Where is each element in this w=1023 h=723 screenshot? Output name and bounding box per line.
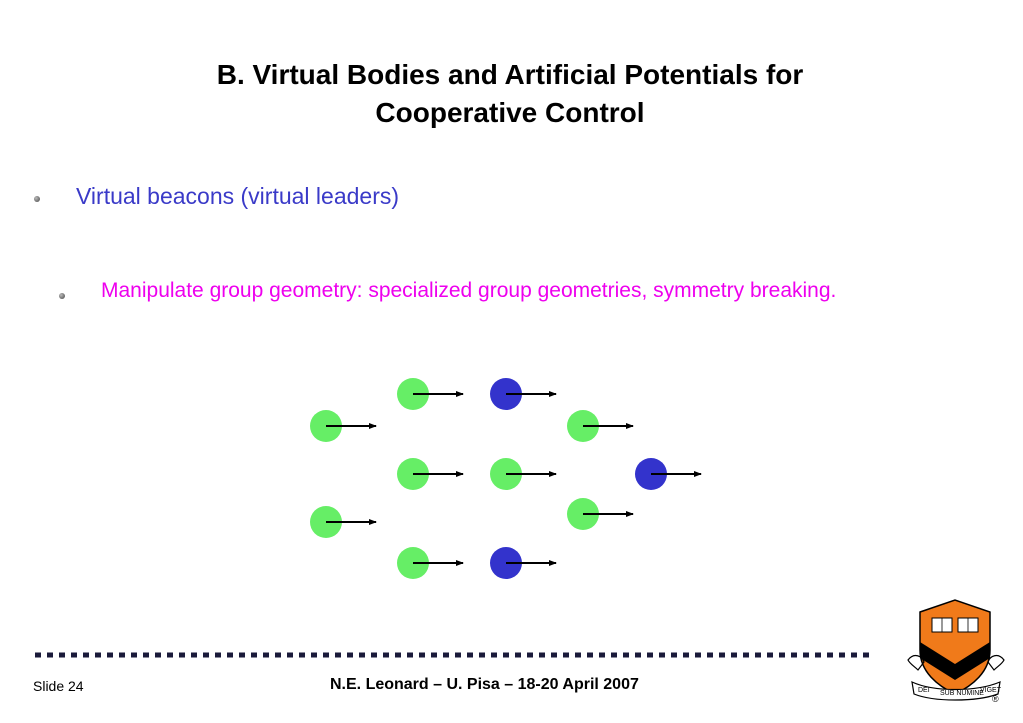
vehicle-node xyxy=(310,506,377,538)
vehicle-node xyxy=(397,547,464,579)
vehicle-node xyxy=(397,378,464,410)
bullet-level-2-text: Manipulate group geometry: specialized g… xyxy=(101,279,837,302)
slide-title-line-2: Cooperative Control xyxy=(375,97,645,128)
slide-title: B. Virtual Bodies and Artificial Potenti… xyxy=(120,56,900,132)
logo-ribbon-center: SUB NUMINE xyxy=(940,690,984,697)
vehicle-node xyxy=(310,410,377,442)
princeton-shield-logo: DEI SUB NUMINE VIGET ® xyxy=(907,599,1005,704)
vehicle-node xyxy=(567,498,634,530)
virtual-leader-node xyxy=(635,458,702,490)
footer-presenter-info: N.E. Leonard – U. Pisa – 18-20 April 200… xyxy=(330,676,639,693)
slide-title-line-1: B. Virtual Bodies and Artificial Potenti… xyxy=(216,59,804,90)
registered-mark: ® xyxy=(992,694,999,704)
vehicle-node xyxy=(397,458,464,490)
slide-number: Slide 24 xyxy=(33,678,84,694)
bullet-icon xyxy=(59,293,65,299)
virtual-leader-node xyxy=(490,378,557,410)
vehicle-node xyxy=(490,458,557,490)
logo-ribbon-right: VIGET xyxy=(980,687,1002,694)
vehicle-node xyxy=(567,410,634,442)
bullet-level-1-text: Virtual beacons (virtual leaders) xyxy=(76,183,400,209)
virtual-leader-node xyxy=(490,547,557,579)
bullet-icon xyxy=(34,196,40,202)
footer-dashed-divider xyxy=(35,652,875,658)
logo-ribbon-left: DEI xyxy=(918,687,930,694)
